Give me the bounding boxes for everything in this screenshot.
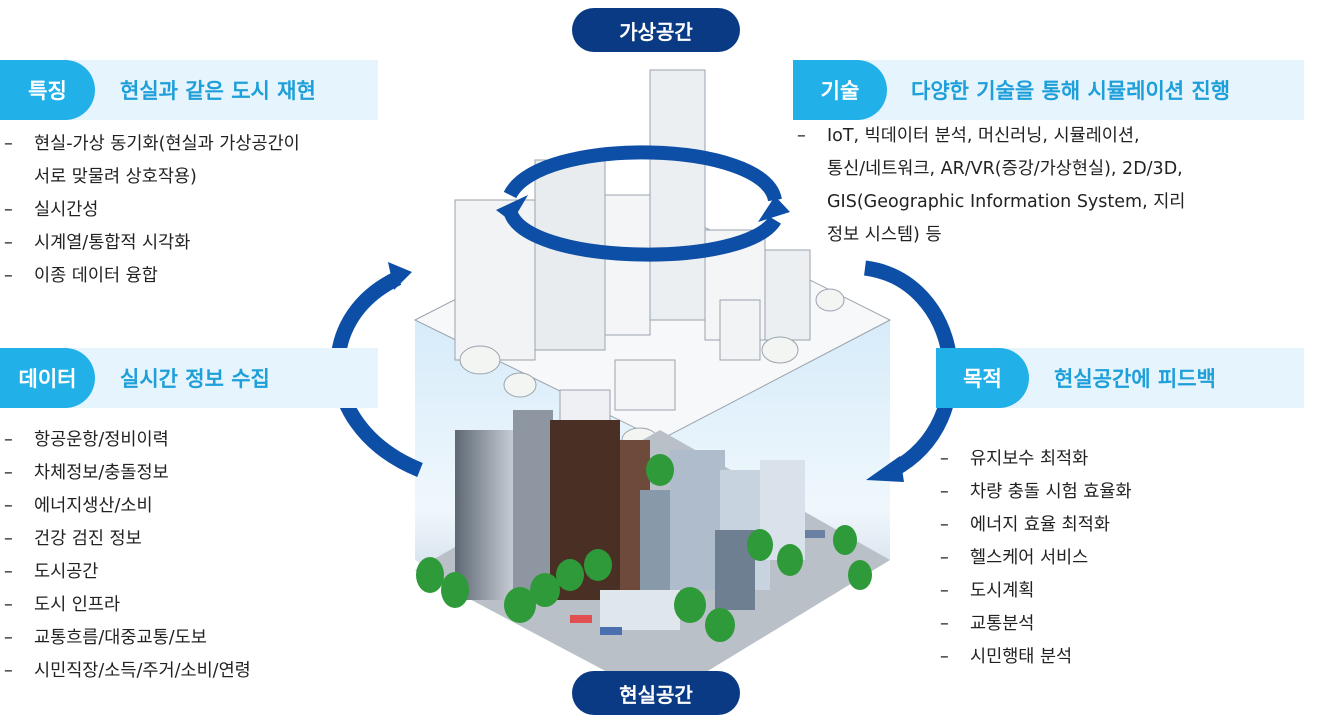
list-item: 헬스케어 서비스 — [936, 542, 1132, 575]
data-title: 실시간 정보 수집 — [120, 367, 270, 391]
data-banner: 데이터 실시간 정보 수집 — [0, 348, 378, 408]
data-tag: 데이터 — [0, 348, 95, 408]
list-item: 실시간성 — [0, 194, 300, 227]
real-city — [415, 410, 890, 700]
list-item: 교통흐름/대중교통/도보 — [0, 622, 251, 655]
list-item: 항공운항/정비이력 — [0, 424, 251, 457]
data-list: 항공운항/정비이력 차체정보/충돌정보 에너지생산/소비 건강 검진 정보 도시… — [0, 424, 251, 688]
virtual-space-label: 가상공간 — [572, 8, 740, 52]
list-item: 차체정보/충돌정보 — [0, 457, 251, 490]
list-item: GIS(Geographic Information System, 지리 — [827, 192, 1186, 212]
list-item: 건강 검진 정보 — [0, 523, 251, 556]
features-title: 현실과 같은 도시 재현 — [120, 79, 316, 103]
features-list: 현실-가상 동기화(현실과 가상공간이 서로 맞물려 상호작용) 실시간성 시계… — [0, 128, 300, 293]
purpose-title: 현실공간에 피드백 — [1054, 367, 1216, 391]
features-tag: 특징 — [0, 60, 95, 120]
list-item: 현실-가상 동기화(현실과 가상공간이 — [0, 128, 300, 161]
list-item: 이종 데이터 융합 — [0, 260, 300, 293]
list-item: 에너지생산/소비 — [0, 490, 251, 523]
list-item: 에너지 효율 최적화 — [936, 509, 1132, 542]
list-item: 차량 충돌 시험 효율화 — [936, 476, 1132, 509]
list-item: 도시공간 — [0, 556, 251, 589]
list-item: 서로 맞물려 상호작용) — [34, 167, 197, 187]
list-item: 도시계획 — [936, 575, 1132, 608]
purpose-tag: 목적 — [936, 348, 1029, 408]
features-banner: 특징 현실과 같은 도시 재현 — [0, 60, 378, 120]
arrow-head-right — [758, 196, 790, 222]
real-space-label: 현실공간 — [572, 671, 740, 715]
list-item: 교통분석 — [936, 608, 1132, 641]
technology-banner: 기술 다양한 기술을 통해 시뮬레이션 진행 — [793, 60, 1304, 120]
right-arrow-head — [866, 456, 904, 482]
sync-cycle-arrows — [503, 145, 782, 262]
list-item: 도시 인프라 — [0, 589, 251, 622]
arrow-head-left — [496, 195, 528, 222]
virtual-city — [413, 69, 892, 453]
left-arrow-head — [388, 262, 412, 290]
purpose-banner: 목적 현실공간에 피드백 — [936, 348, 1304, 408]
purpose-list: 유지보수 최적화 차량 충돌 시험 효율화 에너지 효율 최적화 헬스케어 서비… — [936, 443, 1132, 674]
list-item: IoT, 빅데이터 분석, 머신러닝, 시뮬레이션, — [793, 120, 1185, 153]
list-item: 통신/네트워크, AR/VR(증강/가상현실), 2D/3D, — [827, 159, 1183, 179]
list-item: 시민행태 분석 — [936, 641, 1132, 674]
technology-title: 다양한 기술을 통해 시뮬레이션 진행 — [911, 79, 1231, 103]
list-item: 시계열/통합적 시각화 — [0, 227, 300, 260]
list-item: 정보 시스템) 등 — [827, 225, 942, 245]
technology-list: IoT, 빅데이터 분석, 머신러닝, 시뮬레이션, 통신/네트워크, AR/V… — [793, 120, 1185, 252]
list-item: 시민직장/소득/주거/소비/연령 — [0, 655, 251, 688]
list-item: 유지보수 최적화 — [936, 443, 1132, 476]
technology-tag: 기술 — [793, 60, 887, 120]
